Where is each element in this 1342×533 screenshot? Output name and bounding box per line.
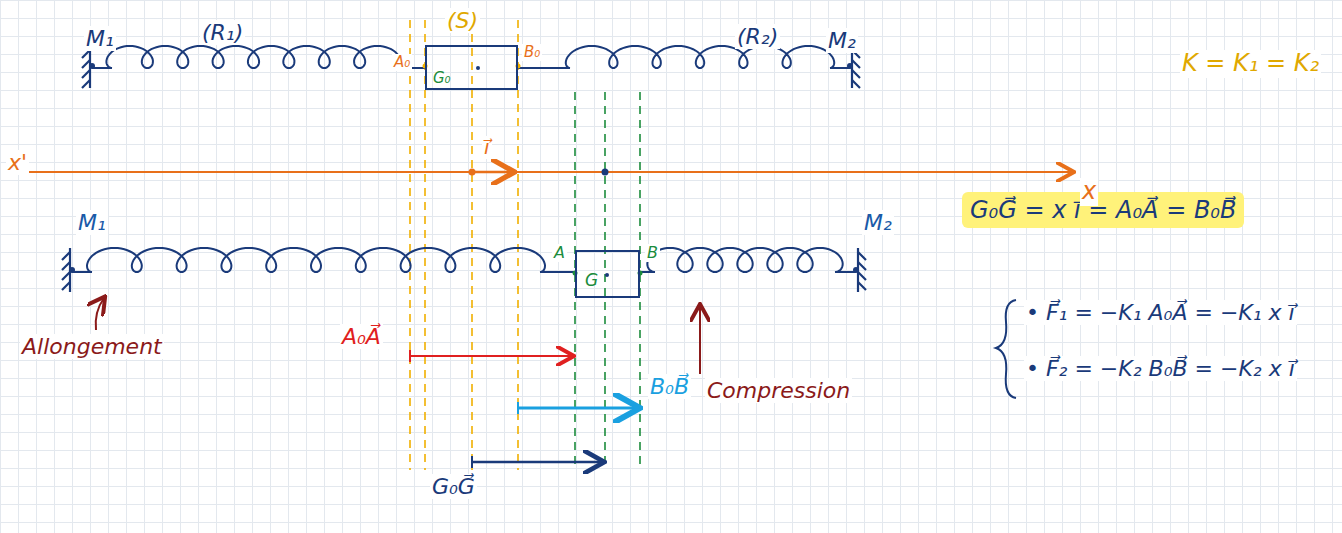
diagram-label: A₀ xyxy=(392,54,412,71)
node-text: G₀ xyxy=(433,69,512,87)
diagram-label: i⃗ xyxy=(482,136,492,159)
spring-coil xyxy=(92,46,425,68)
diagram-label: • F⃗₁ = −K₁ A₀A⃗ = −K₁ x i⃗ xyxy=(1024,300,1297,325)
diagram-label: M₁ xyxy=(84,26,116,51)
diagram-label: Compression xyxy=(705,378,852,403)
diagram-label: Allongement xyxy=(20,334,164,359)
diagram-label: B xyxy=(645,244,660,262)
diagram-label: G₀G⃗ xyxy=(430,474,477,499)
spring-coil xyxy=(72,248,575,272)
diagram-label: (R₁) xyxy=(200,20,245,45)
node-text: G xyxy=(585,270,634,290)
diagram-label: A₀A⃗ xyxy=(340,324,383,349)
highlighted-formula: G₀G⃗ = x i⃗ = A₀A⃗ = B₀B⃗ xyxy=(962,192,1244,228)
solid-block: G₀ xyxy=(425,45,518,90)
diagram-label: (R₂) xyxy=(735,24,780,49)
solid-block: G xyxy=(575,250,640,298)
diagram-label: x' xyxy=(6,150,29,175)
spring-coil xyxy=(518,46,850,68)
node-text: G₀G⃗ = x i⃗ = A₀A⃗ = B₀B⃗ xyxy=(970,196,1236,224)
diagram-label: M₁ xyxy=(76,210,108,235)
diagram-label: A xyxy=(552,244,567,262)
diagram-label: B₀ xyxy=(522,44,542,61)
diagram-label: B₀B⃗ xyxy=(648,374,691,399)
diagram-label: K = K₁ = K₂ xyxy=(1180,50,1321,78)
diagram-label: (S) xyxy=(445,8,480,33)
diagram-label: M₂ xyxy=(826,28,858,53)
diagram-label: • F⃗₂ = −K₂ B₀B⃗ = −K₂ x i⃗ xyxy=(1024,356,1297,381)
diagram-label: M₂ xyxy=(862,210,894,235)
diagram-label: x xyxy=(1080,178,1098,206)
spring-coil xyxy=(640,248,856,272)
